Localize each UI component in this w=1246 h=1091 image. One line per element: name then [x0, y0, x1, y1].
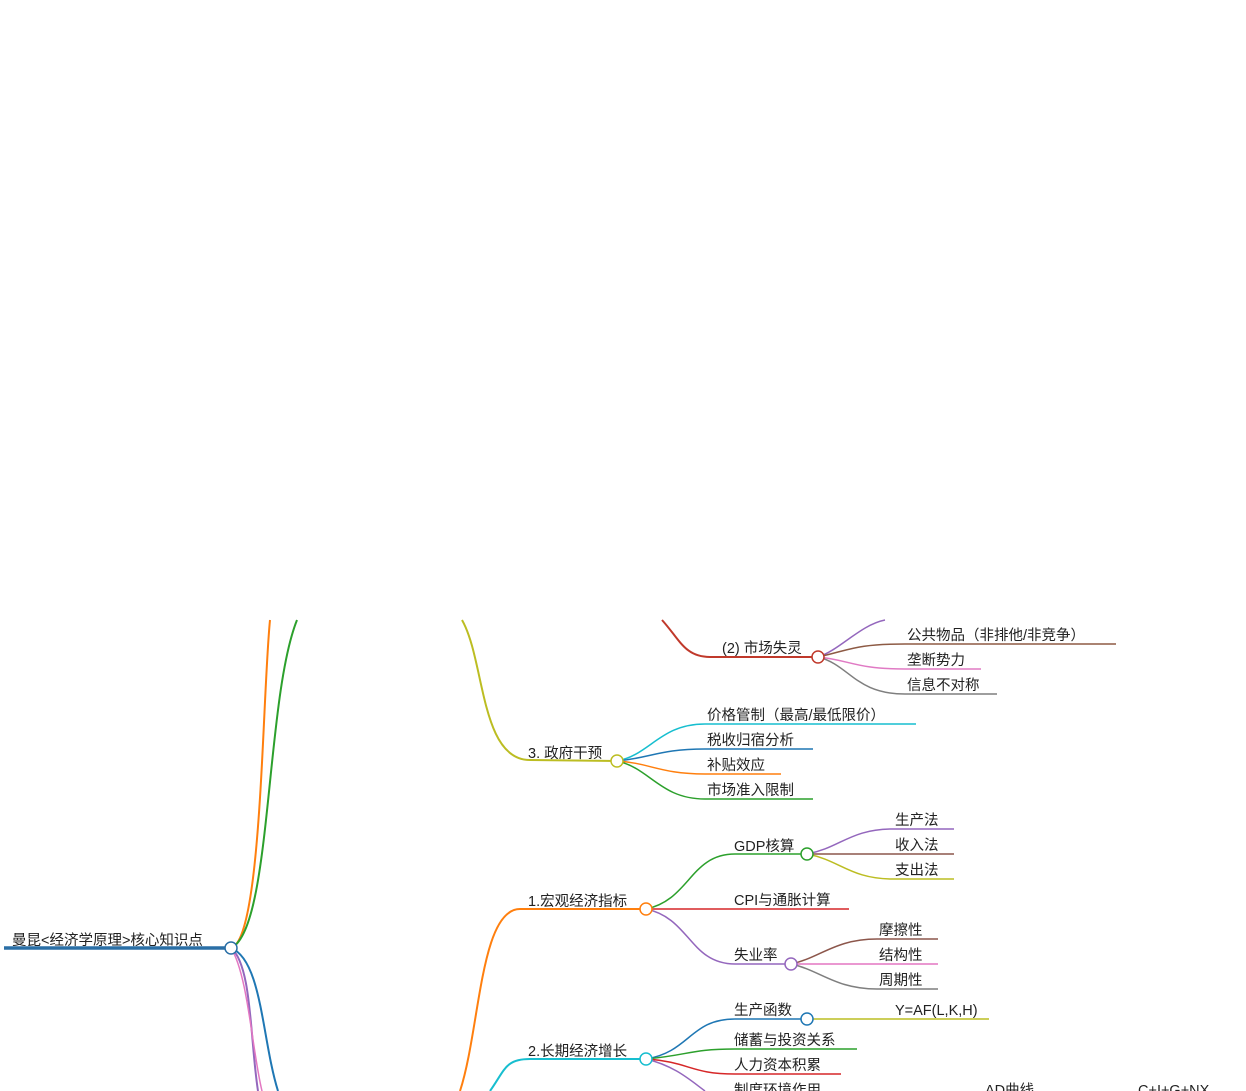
market-failure-child-connector-3 [817, 656, 997, 695]
market-entry-node[interactable]: 市场准入限制 [707, 782, 794, 799]
gov-child-connector-1 [616, 723, 916, 762]
gov-child-connector-2 [616, 748, 813, 762]
production-function-collapse-toggle[interactable] [800, 1012, 814, 1026]
gov-intervention-connector [461, 619, 618, 762]
market-failure-child-connector-1 [817, 643, 1116, 658]
saving-investment-node[interactable]: 储蓄与投资关系 [734, 1032, 836, 1049]
gdp-child-connector-3 [806, 853, 954, 880]
gov-intervention-node[interactable]: 3. 政府干预 [528, 723, 916, 800]
unemployment-rate-label: 失业率 [734, 947, 778, 964]
gov-intervention-label: 3. 政府干预 [528, 745, 602, 762]
cyclical-node[interactable]: 周期性 [879, 972, 923, 989]
gdp-accounting-label: GDP核算 [734, 838, 794, 855]
gov-child-connector-3 [616, 760, 781, 775]
root-trunk-blue [230, 947, 279, 1091]
unemployment-rate-node[interactable]: 失业率 [734, 938, 938, 990]
gdp-child-connector-1 [806, 828, 954, 855]
long-growth-collapse-toggle[interactable] [639, 1052, 653, 1066]
growth-child-connector-4 [645, 1058, 706, 1091]
production-function-node[interactable]: 生产函数 [734, 1002, 989, 1026]
root-trunk-pink [230, 947, 263, 1091]
public-goods-node[interactable]: 公共物品（非排他/非竞争） [907, 626, 1085, 644]
market-failure-connector [661, 619, 818, 658]
monopoly-power-node[interactable]: 垄断势力 [907, 652, 965, 669]
root-trunk-purple [230, 947, 259, 1091]
tax-incidence-node[interactable]: 税收归宿分析 [707, 732, 794, 749]
subsidy-effect-node[interactable]: 补贴效应 [707, 756, 765, 774]
expenditure-method-node[interactable]: 支出法 [895, 862, 939, 879]
root-collapse-toggle[interactable] [224, 941, 238, 955]
gdp-accounting-collapse-toggle[interactable] [800, 847, 814, 861]
gdp-accounting-node[interactable]: GDP核算 [734, 828, 954, 880]
growth-child-connector-2 [645, 1048, 857, 1060]
income-method-node[interactable]: 收入法 [895, 837, 939, 854]
growth-child-connector-3 [645, 1058, 841, 1075]
unemployment-child-connector-1 [790, 938, 938, 965]
unemployment-child-connector-3 [790, 963, 938, 990]
frictional-node[interactable]: 摩擦性 [879, 921, 923, 939]
long-growth-connector [489, 1058, 646, 1091]
price-control-node[interactable]: 价格管制（最高/最低限价） [707, 707, 885, 724]
info-asymmetry-node[interactable]: 信息不对称 [907, 677, 980, 694]
unemployment-rate-collapse-toggle[interactable] [784, 957, 798, 971]
market-failure-node[interactable]: (2) 市场失灵 [722, 640, 1116, 695]
cpi-inflation-node[interactable]: CPI与通胀计算 [734, 892, 831, 909]
production-function-label: 生产函数 [734, 1002, 792, 1019]
ad-curve-node[interactable]: AD曲线 [985, 1082, 1034, 1091]
partial-purple-connector [817, 619, 886, 658]
macro-indicators-label: 1.宏观经济指标 [528, 893, 627, 910]
macro-indicators-connector [459, 908, 646, 1091]
long-growth-node[interactable]: 2.长期经济增长 [528, 1018, 857, 1091]
human-capital-node[interactable]: 人力资本积累 [734, 1057, 821, 1074]
root-trunk-orange [230, 619, 271, 949]
growth-child-connector-1 [645, 1018, 807, 1060]
macro-indicators-collapse-toggle[interactable] [639, 902, 653, 916]
market-failure-label: (2) 市场失灵 [722, 640, 802, 657]
root-trunk-green [230, 619, 298, 949]
long-growth-label: 2.长期经济增长 [528, 1043, 628, 1060]
gov-child-connector-4 [616, 760, 813, 800]
structural-node[interactable]: 结构性 [879, 947, 923, 964]
gov-intervention-collapse-toggle[interactable] [610, 754, 624, 768]
macro-indicators-node[interactable]: 1.宏观经济指标 [528, 853, 849, 965]
macro-child-connector-gdp [645, 853, 807, 910]
root-label: 曼昆<经济学原理>核心知识点 [12, 932, 203, 949]
market-failure-collapse-toggle[interactable] [811, 650, 825, 664]
ad-formula-node[interactable]: C+I+G+NX [1138, 1083, 1210, 1091]
production-method-node[interactable]: 生产法 [895, 812, 939, 829]
institution-role-node[interactable]: 制度环境作用 [734, 1081, 821, 1091]
root-node[interactable]: 曼昆<经济学原理>核心知识点 [4, 932, 231, 950]
macro-child-connector-unemployment [645, 908, 791, 965]
market-failure-child-connector-2 [817, 656, 981, 670]
production-formula-node[interactable]: Y=AF(L,K,H) [895, 1003, 978, 1019]
